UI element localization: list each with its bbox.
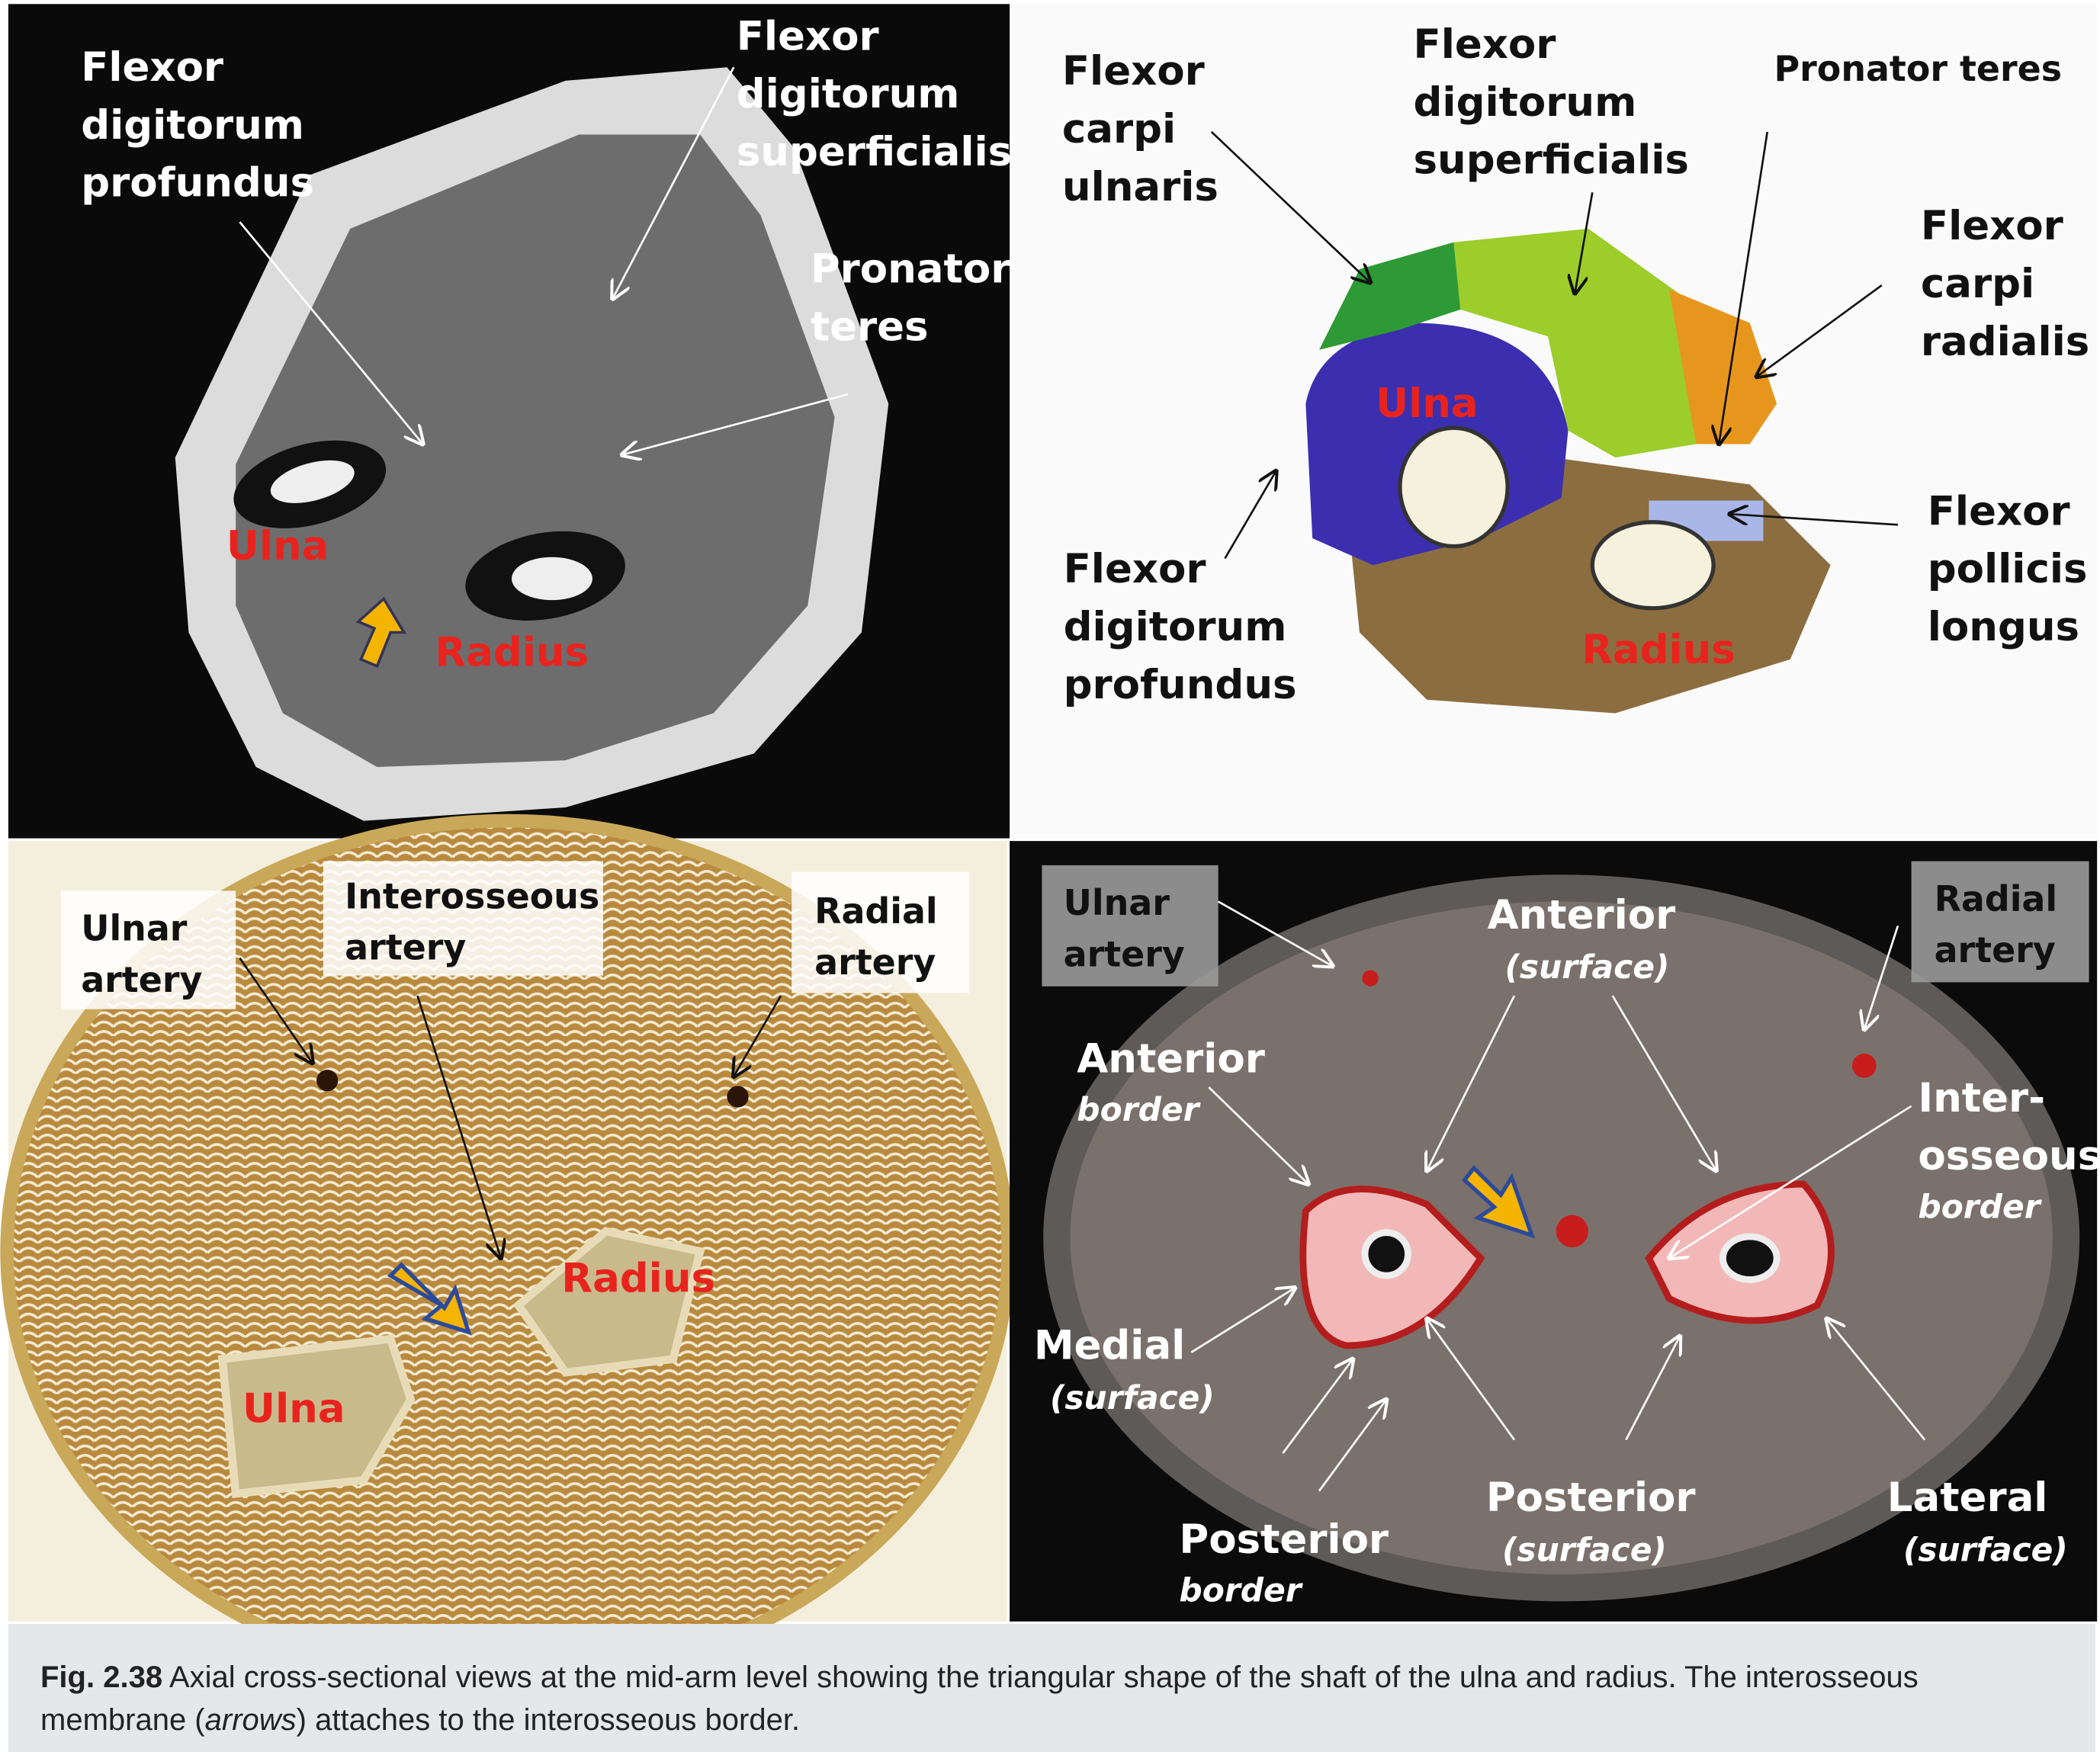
label-lateral-surface: Lateral(surface) <box>1887 1474 2068 1568</box>
label-ulna: Ulna <box>1376 380 1479 427</box>
label-medial-surface: Medial(surface) <box>1034 1323 1215 1417</box>
interosseous-arrow-icon <box>1462 1165 1536 1239</box>
label-radius: Radius <box>1581 627 1736 673</box>
figure-caption: Fig. 2.38 Axial cross-sectional views at… <box>8 1624 2095 1752</box>
interosseous-arrow-icon <box>355 596 406 668</box>
label-posterior-surface: Posterior(surface) <box>1486 1474 1696 1568</box>
label-pronator-teres: Pronator teres <box>1774 48 2063 89</box>
caption-text: Axial cross-sectional views at the mid-a… <box>40 1661 1919 1737</box>
caption-text-end: ) attaches to the interosseous border. <box>296 1703 801 1737</box>
interosseous-arrow-icon <box>387 1262 472 1336</box>
label-ulna: Ulna <box>226 523 329 570</box>
caption-italic: arrows <box>204 1703 297 1737</box>
label-anterior-surface: Anterior(surface) <box>1488 892 1676 986</box>
caption-label: Fig. 2.38 <box>40 1661 163 1694</box>
label-radius: Radius <box>561 1255 715 1301</box>
label-radius: Radius <box>435 630 589 676</box>
label-ulna: Ulna <box>242 1386 345 1433</box>
